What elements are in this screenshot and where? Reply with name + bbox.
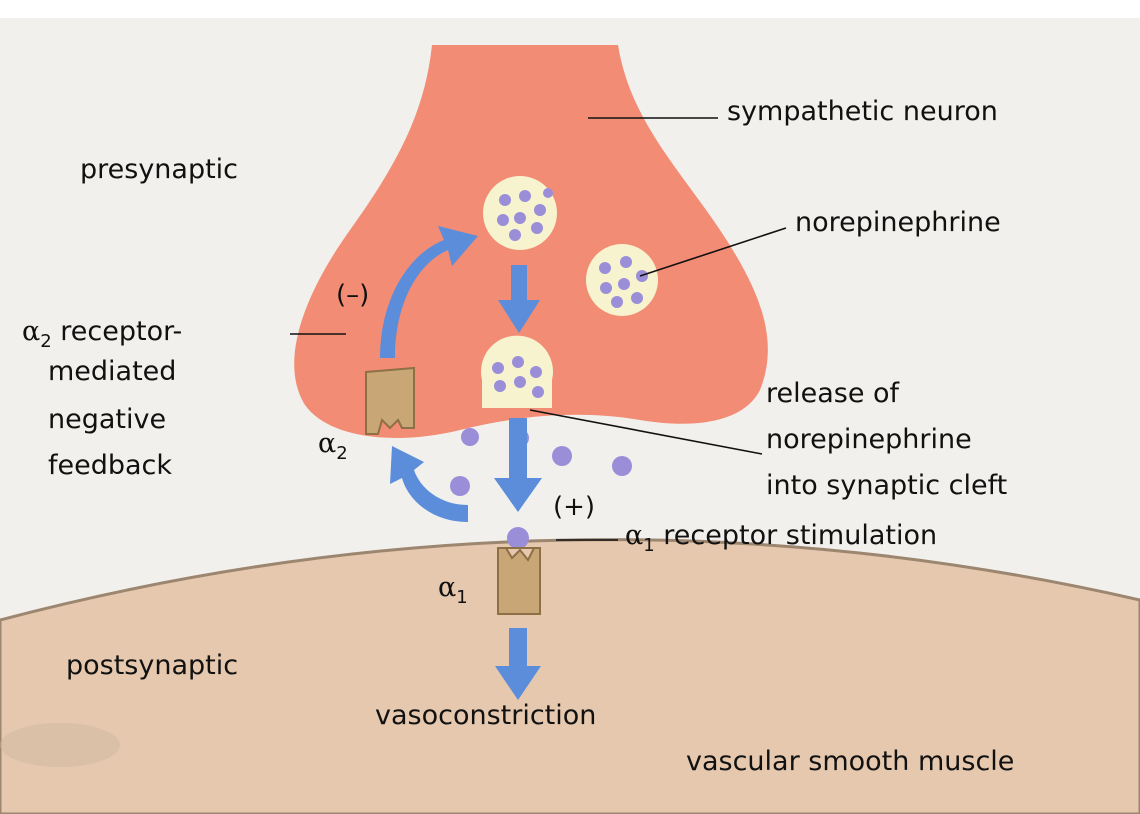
label-postsynaptic: postsynaptic: [66, 650, 239, 681]
label-sympathetic-neuron: sympathetic neuron: [727, 96, 998, 127]
label-alpha2-feedback-line4: feedback: [48, 450, 173, 481]
leader-release: [529, 409, 763, 455]
alpha2-receptor: [365, 366, 415, 435]
label-release-line1: release of: [766, 378, 900, 409]
norepinephrine-molecule: [507, 527, 529, 549]
vasoconstriction-arrow: [495, 628, 541, 700]
subscript: 1: [643, 535, 655, 556]
vesicle-right: [586, 244, 658, 316]
norepinephrine-molecule: [461, 428, 479, 446]
muscle-shading: [0, 723, 120, 767]
norepinephrine-molecule: [612, 456, 632, 476]
norepinephrine-molecule: [552, 446, 572, 466]
label-alpha2-feedback-line1: α2 receptor-: [22, 316, 183, 352]
label-vascular-smooth-muscle: vascular smooth muscle: [686, 746, 1015, 777]
alpha-symbol: α: [22, 316, 41, 347]
subscript: 2: [40, 331, 52, 352]
label-vasoconstriction: vasoconstriction: [375, 700, 597, 731]
label-alpha2-feedback-line3: negative: [48, 404, 167, 435]
norepinephrine-molecule: [450, 476, 470, 496]
vesicle-fusing: [481, 335, 553, 408]
vesicle-top: [483, 176, 557, 250]
label-release-line3: into synaptic cleft: [766, 470, 1008, 501]
label-norepinephrine: norepinephrine: [795, 207, 1001, 238]
reuptake-arrow: [390, 446, 468, 522]
label-receptor-alpha1: α1: [438, 572, 468, 608]
label-positive-sign: (+): [553, 492, 596, 522]
label-presynaptic: presynaptic: [80, 154, 239, 185]
alpha-symbol: α: [318, 428, 337, 459]
alpha1-receptor: [497, 547, 541, 615]
label-release-line2: norepinephrine: [766, 424, 972, 455]
subscript: 2: [336, 443, 348, 464]
vascular-smooth-muscle-cell: [0, 538, 1140, 814]
release-arrow: [494, 418, 542, 512]
label-alpha1-stimulation: α1 receptor stimulation: [625, 520, 938, 556]
negative-feedback-arrow: [380, 226, 478, 358]
alpha-symbol: α: [625, 520, 644, 551]
leader-norepinephrine: [639, 227, 787, 277]
transport-arrow: [498, 265, 540, 333]
top-margin: [0, 0, 1140, 18]
released-norepinephrine: [450, 428, 632, 549]
label-alpha2-feedback-line2: mediated: [48, 356, 177, 387]
label-negative-sign: (–): [336, 280, 370, 310]
label-text: receptor-: [51, 316, 183, 347]
subscript: 1: [456, 587, 468, 608]
label-text: receptor stimulation: [654, 520, 938, 551]
alpha-symbol: α: [438, 572, 457, 603]
label-receptor-alpha2: α2: [318, 428, 348, 464]
